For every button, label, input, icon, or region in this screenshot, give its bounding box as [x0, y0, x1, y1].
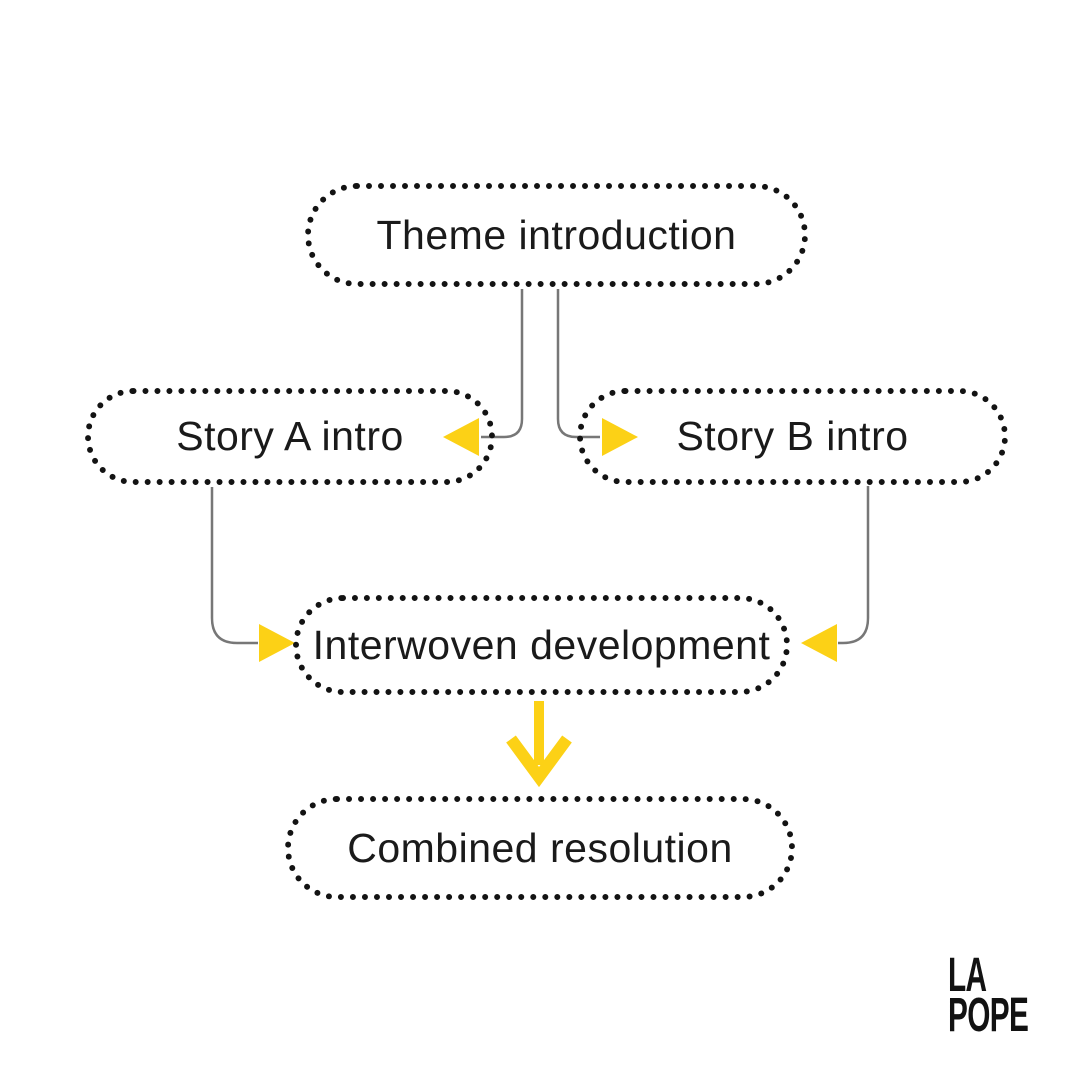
node-interwoven-development: Interwoven development	[293, 595, 790, 695]
brand-logo-line2: POPE	[948, 989, 1029, 1042]
node-theme-introduction-label: Theme introduction	[376, 211, 737, 258]
node-combined-resolution: Combined resolution	[285, 796, 795, 900]
edge-story-b-to-interwoven	[838, 486, 870, 645]
edge-story-a-to-interwoven	[210, 487, 258, 645]
node-interwoven-development-label: Interwoven development	[312, 621, 771, 668]
node-story-b-intro-label: Story B intro	[676, 413, 909, 459]
down-arrow-icon	[506, 701, 572, 788]
arrowhead-into-interwoven-left-icon	[259, 624, 295, 662]
node-combined-resolution-label: Combined resolution	[347, 824, 733, 871]
brand-logo: LA POPE	[948, 949, 1029, 1042]
edge-theme-to-story-a	[481, 289, 524, 439]
node-story-a-intro: Story A intro	[85, 388, 495, 485]
node-story-a-intro-label: Story A intro	[176, 413, 404, 459]
node-theme-introduction: Theme introduction	[305, 183, 808, 287]
edge-theme-to-story-b	[556, 289, 600, 439]
node-story-b-intro: Story B intro	[577, 388, 1008, 485]
arrowhead-into-interwoven-right-icon	[801, 624, 837, 662]
brand-logo-line1: LA	[948, 949, 987, 1002]
